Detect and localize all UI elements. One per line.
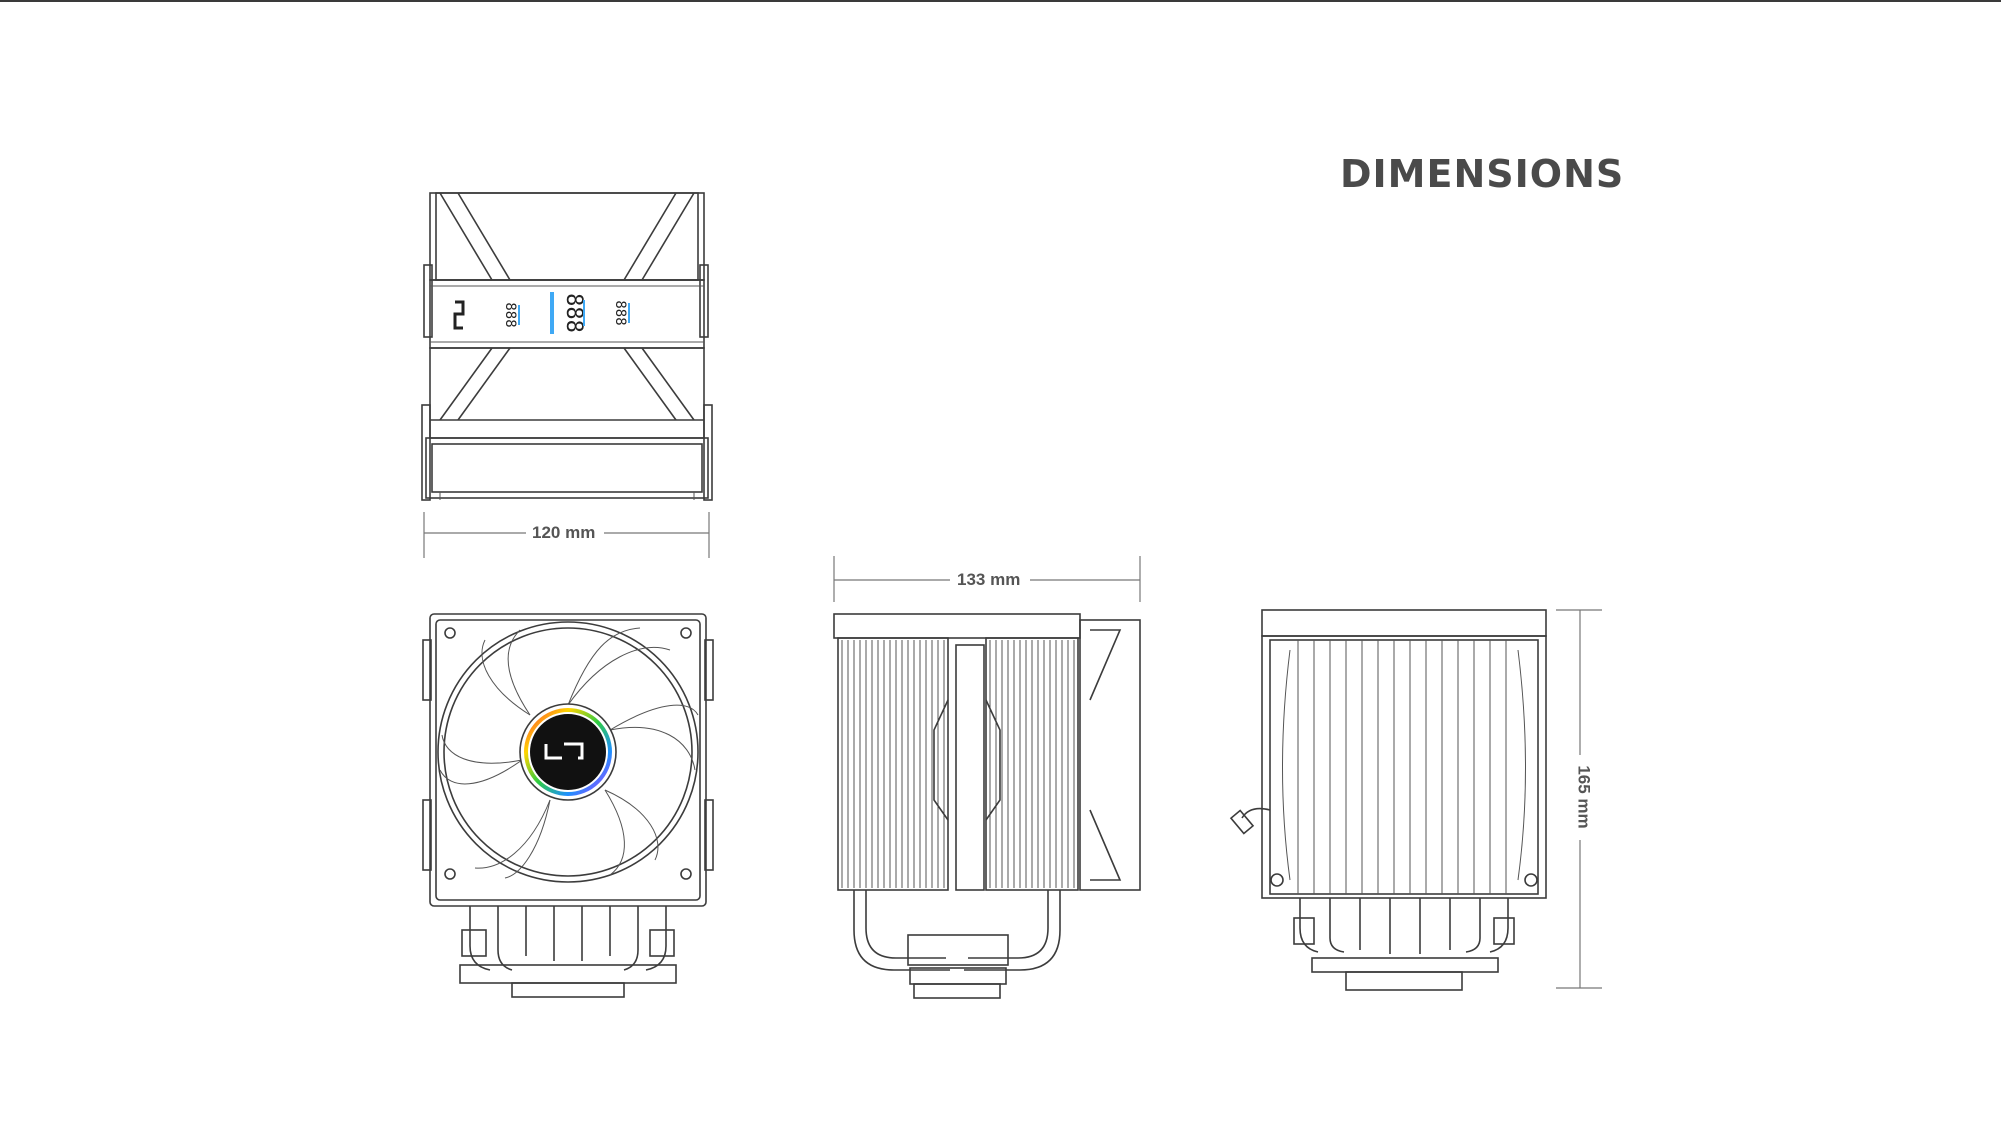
display-blue-bar	[550, 292, 554, 334]
front-view	[422, 613, 714, 998]
cs-logo-icon	[544, 742, 584, 760]
rear-heatpipes	[1299, 898, 1509, 954]
top-view	[421, 192, 713, 501]
fan-hub	[530, 714, 606, 790]
top-display: 888 888 888	[453, 292, 630, 334]
display-left-readout: 888	[502, 302, 518, 327]
side-view	[833, 613, 1141, 999]
height-dimension-label: 165 mm	[1573, 759, 1594, 835]
top-border	[0, 0, 2001, 2]
depth-dimension-label: 133 mm	[951, 570, 1027, 590]
display-center-readout: 888	[561, 293, 586, 333]
width-dimension-label: 120 mm	[526, 523, 602, 543]
rear-view	[1229, 609, 1547, 991]
depth-dimension	[833, 556, 1141, 602]
page-title: DIMENSIONS	[1340, 152, 1625, 196]
front-heatpipes	[469, 906, 667, 971]
fan-blades	[439, 627, 699, 879]
height-dimension	[1556, 609, 1602, 989]
width-dimension	[423, 512, 710, 558]
side-fins	[837, 637, 1079, 891]
cs-logo-icon	[453, 300, 465, 330]
display-right-readout: 888	[612, 300, 628, 325]
rgb-ring	[524, 708, 612, 796]
